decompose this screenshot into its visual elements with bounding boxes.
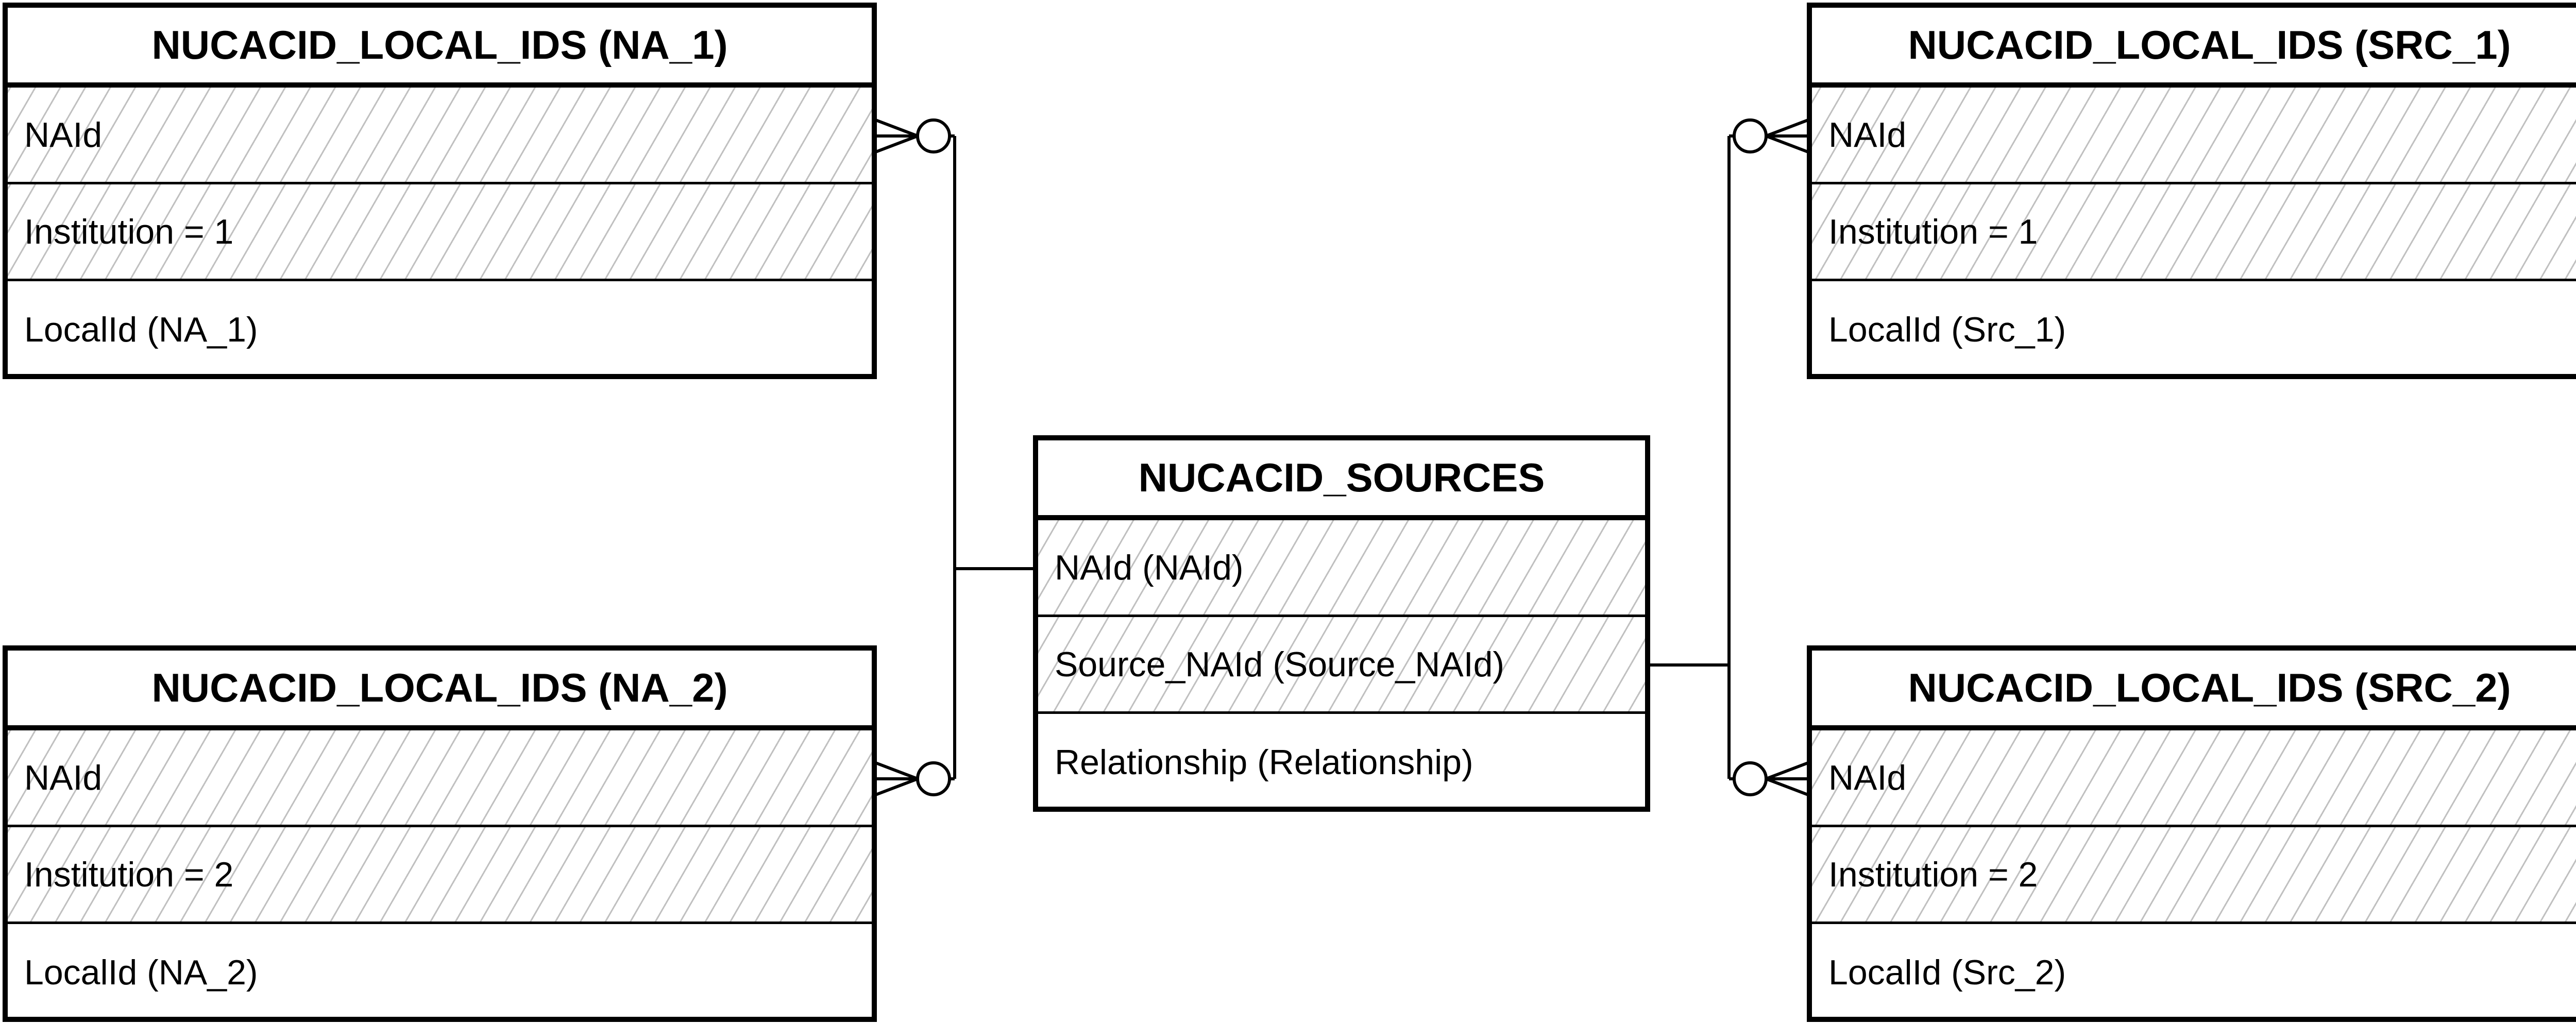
entity-src-2-title: NUCACID_LOCAL_IDS (SRC_2) [1812, 651, 2576, 730]
entity-src-2-field-naid: NAId [1812, 730, 2576, 827]
entity-src-1: NUCACID_LOCAL_IDS (SRC_1) NAId Instituti… [1807, 3, 2576, 379]
connector-sources-to-src [1648, 118, 1810, 797]
entity-sources-field-relationship: Relationship (Relationship) [1055, 743, 1473, 782]
entity-src-2-field-institution: Institution = 2 [1812, 827, 2576, 924]
connector-sources-to-na [873, 118, 1036, 797]
entity-nucacid-sources: NUCACID_SOURCES NAId (NAId) Source_NAId … [1033, 435, 1650, 812]
entity-na-2-field-naid: NAId [8, 730, 872, 827]
entity-src-1-title: NUCACID_LOCAL_IDS (SRC_1) [1812, 8, 2576, 88]
entity-na-1-field-localid: LocalId (NA_1) [24, 310, 258, 349]
crows-foot-src-1 [1733, 118, 1810, 154]
entity-na-1-field-naid: NAId [8, 88, 872, 184]
entity-sources-field-naid: NAId (NAId) [1038, 520, 1645, 617]
entity-src-2: NUCACID_LOCAL_IDS (SRC_2) NAId Instituti… [1807, 645, 2576, 1022]
entity-src-1-field-naid: NAId [1812, 88, 2576, 184]
entity-na-2-title: NUCACID_LOCAL_IDS (NA_2) [8, 651, 872, 730]
entity-na-1: NUCACID_LOCAL_IDS (NA_1) NAId Institutio… [3, 3, 877, 379]
crows-foot-na-1 [873, 118, 951, 154]
entity-na-2: NUCACID_LOCAL_IDS (NA_2) NAId Institutio… [3, 645, 877, 1022]
crows-foot-na-2 [873, 761, 951, 797]
entity-na-1-title: NUCACID_LOCAL_IDS (NA_1) [8, 8, 872, 88]
entity-sources-field-source-naid: Source_NAId (Source_NAId) [1038, 617, 1645, 714]
crows-foot-src-2 [1733, 761, 1810, 797]
entity-na-1-field-institution: Institution = 1 [8, 184, 872, 281]
entity-na-2-field-institution: Institution = 2 [8, 827, 872, 924]
entity-src-1-field-institution: Institution = 1 [1812, 184, 2576, 281]
entity-sources-title: NUCACID_SOURCES [1038, 440, 1645, 520]
entity-src-2-field-localid: LocalId (Src_2) [1828, 953, 2066, 992]
entity-na-2-field-localid: LocalId (NA_2) [24, 953, 258, 992]
entity-src-1-field-localid: LocalId (Src_1) [1828, 310, 2066, 349]
